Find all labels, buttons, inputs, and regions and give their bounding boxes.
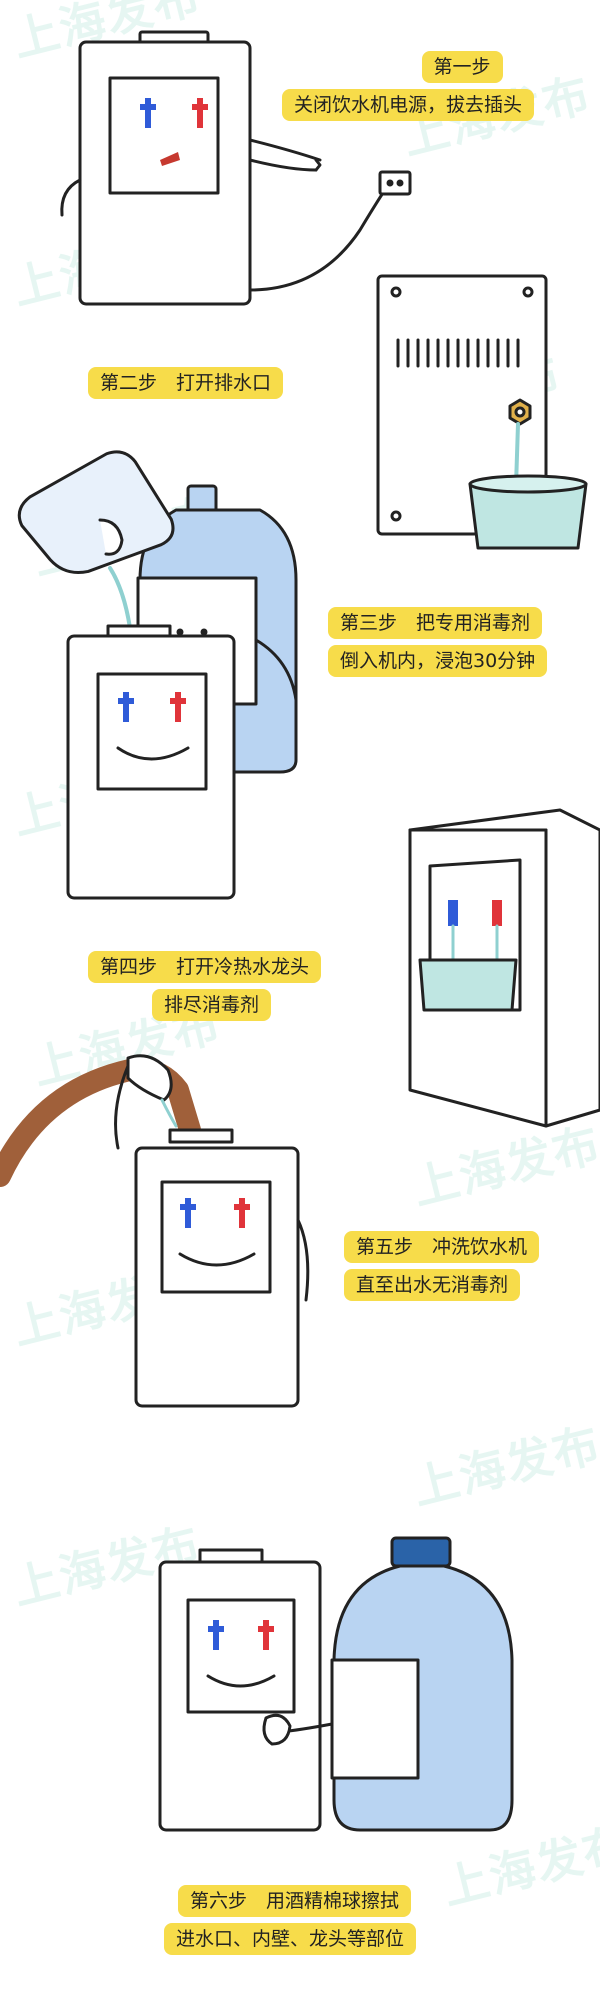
step-2-caption: 第二步 打开排水口 [88, 364, 284, 402]
step-6-line-2: 进水口、内壁、龙头等部位 [164, 1923, 417, 1955]
step4-illustration [408, 808, 600, 1128]
step-6-line-1: 第六步 用酒精棉球擦拭 [178, 1885, 412, 1917]
step-5-line-1: 第五步 冲洗饮水机 [344, 1231, 540, 1263]
step3-illustration [17, 450, 298, 900]
step-1-line-2: 关闭饮水机电源，拔去插头 [282, 89, 535, 121]
step1-illustration [60, 30, 412, 306]
wall-socket-icon [378, 170, 412, 196]
mouth [160, 152, 180, 166]
step-1-caption: 第一步 关闭饮水机电源，拔去插头 [282, 48, 535, 124]
step-1-line-1: 第一步 [421, 51, 503, 83]
step5-illustration [0, 1054, 310, 1408]
step-6-caption: 第六步 用酒精棉球擦拭 进水口、内壁、龙头等部位 [164, 1882, 417, 1958]
step-4-line-2: 排尽消毒剂 [152, 989, 272, 1021]
step-2-line-1: 第二步 打开排水口 [88, 367, 284, 399]
cold-tap-icon [140, 98, 156, 128]
cotton-ball [262, 1713, 292, 1746]
step-5-caption: 第五步 冲洗饮水机 直至出水无消毒剂 [344, 1228, 540, 1304]
step6-illustration [158, 1536, 514, 1832]
step-5-line-2: 直至出水无消毒剂 [344, 1269, 521, 1301]
step-4-caption: 第四步 打开冷热水龙头 排尽消毒剂 [88, 948, 322, 1024]
step2-illustration [376, 274, 588, 550]
step-3-caption: 第三步 把专用消毒剂 倒入机内，浸泡30分钟 [328, 604, 548, 680]
step-3-line-2: 倒入机内，浸泡30分钟 [328, 645, 548, 677]
step-4-line-1: 第四步 打开冷热水龙头 [88, 951, 322, 983]
step-3-line-1: 第三步 把专用消毒剂 [328, 607, 543, 639]
hot-tap-icon [192, 98, 208, 128]
